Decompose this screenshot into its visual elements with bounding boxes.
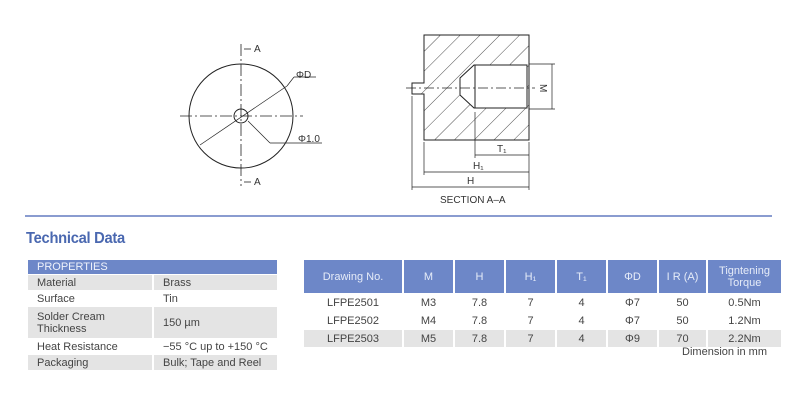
property-name: Packaging — [28, 355, 154, 370]
cell: 50 — [676, 314, 689, 327]
table-row: LFPE2502 M4 7.8 7 4 Φ7 50 1.2Nm — [304, 312, 781, 329]
spec-header-row: Drawing No. M H H₁ T₁ ΦD I R (A) Tignten… — [304, 260, 781, 293]
cell: LFPE2503 — [304, 330, 402, 347]
property-name: Heat Resistance — [28, 339, 154, 354]
section-view — [406, 34, 555, 190]
properties-header-row: PROPERTIES — [28, 260, 277, 274]
label-h: H — [467, 176, 474, 187]
cell: 7.8 — [471, 314, 488, 327]
cell: M3 — [420, 296, 437, 309]
cell: 2.2Nm — [708, 330, 781, 347]
table-row: Heat Resistance −55 °C up to +150 °C — [28, 339, 277, 354]
diameter-label: ΦD — [296, 70, 311, 81]
hole-label: Φ1.0 — [298, 134, 320, 145]
table-row: Surface Tin — [28, 291, 277, 306]
cell: M4 — [420, 314, 437, 327]
property-name: Material — [28, 275, 154, 290]
technical-drawing: A A ΦD Φ1.0 M T₁ H₁ H SECTION A–A — [180, 34, 555, 206]
cell: Φ7 — [625, 296, 640, 309]
col-diameter: ΦD — [608, 260, 657, 293]
cell: Φ7 — [625, 314, 640, 327]
cell: 7.8 — [455, 330, 504, 347]
cell: 4 — [557, 330, 606, 347]
cell: LFPE2501 — [327, 296, 379, 309]
property-value: Brass — [154, 275, 277, 290]
col-ir: I R (A) — [659, 260, 706, 293]
property-name: Surface — [28, 291, 154, 306]
properties-header: PROPERTIES — [28, 260, 277, 274]
cell: 0.5Nm — [728, 296, 761, 309]
section-divider — [25, 215, 772, 217]
label-m: M — [537, 84, 548, 92]
table-row: LFPE2501 M3 7.8 7 4 Φ7 50 0.5Nm — [304, 294, 781, 311]
cell: 1.2Nm — [728, 314, 761, 327]
col-torque: Tigntening Torque — [708, 260, 781, 293]
section-caption: SECTION A–A — [440, 195, 506, 206]
label-t1: T₁ — [497, 144, 507, 155]
cell: 7.8 — [471, 296, 488, 309]
col-t1: T₁ — [557, 260, 606, 293]
property-value: −55 °C up to +150 °C — [163, 340, 268, 353]
section-mark-bottom: A — [254, 177, 261, 188]
property-value: 150 µm — [154, 307, 277, 338]
cell: 50 — [676, 296, 689, 309]
cell: LFPE2502 — [327, 314, 379, 327]
col-m: M — [404, 260, 453, 293]
dimension-note: Dimension in mm — [682, 346, 767, 358]
property-value: Tin — [163, 292, 178, 305]
col-h1: H₁ — [506, 260, 555, 293]
col-drawing-no: Drawing No. — [304, 260, 402, 293]
property-value: Bulk; Tape and Reel — [154, 355, 277, 370]
cell: 4 — [578, 296, 585, 309]
label-h1: H₁ — [473, 161, 484, 172]
section-mark-top: A — [254, 44, 261, 55]
front-view — [180, 44, 322, 186]
cell: 7 — [527, 296, 534, 309]
section-title: Technical Data — [26, 230, 125, 247]
cell: 70 — [659, 330, 706, 347]
cell: 7 — [527, 314, 534, 327]
col-h: H — [455, 260, 504, 293]
cell: 7 — [506, 330, 555, 347]
property-name: Solder Cream Thickness — [28, 307, 154, 338]
cell: 4 — [578, 314, 585, 327]
cell: Φ9 — [608, 330, 657, 347]
cell: M5 — [404, 330, 453, 347]
spec-table: Drawing No. M H H₁ T₁ ΦD I R (A) Tignten… — [302, 259, 783, 348]
